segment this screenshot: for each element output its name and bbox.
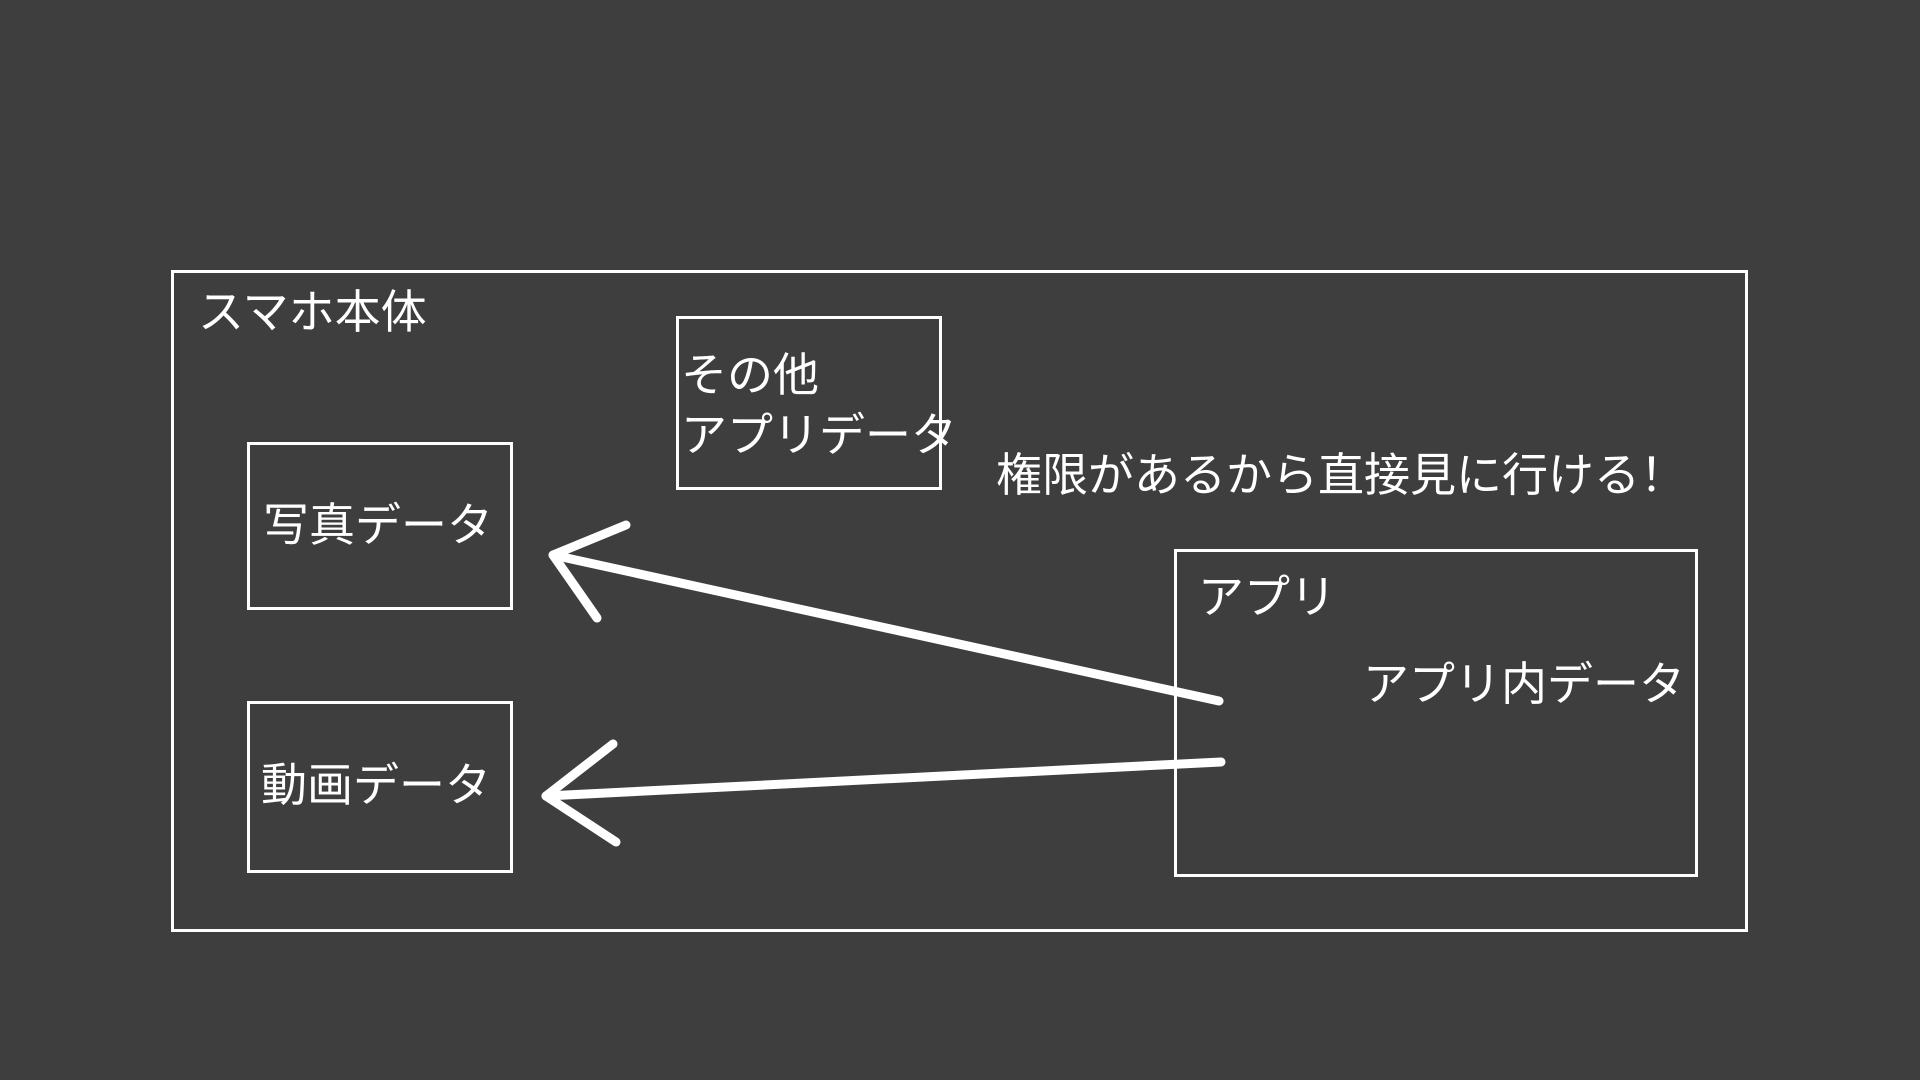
app-box: [1174, 549, 1698, 877]
other-app-data-line1: その他: [681, 348, 819, 402]
arrow-to-photo-head: [548, 520, 631, 623]
app-internal-data-label: アプリ内データ: [1363, 657, 1685, 711]
device-title: スマホ本体: [198, 285, 427, 339]
arrow-to-video: [541, 739, 1226, 847]
app-title: アプリ: [1198, 570, 1336, 624]
video-data-box: [247, 701, 513, 873]
arrow-to-photo: [548, 520, 1224, 706]
video-data-label: 動画データ: [261, 758, 491, 812]
device-frame: [171, 270, 1748, 932]
arrow-to-photo-shaft: [548, 550, 1224, 706]
other-app-data-box: [676, 316, 942, 490]
other-app-data-line2: アプリデータ: [681, 408, 957, 462]
permission-note: 権限があるから直接見に行ける！: [996, 448, 1686, 502]
photo-data-box: [247, 442, 513, 610]
other-app-data-label: その他 アプリデータ: [681, 345, 957, 465]
arrow-to-video-shaft: [541, 757, 1226, 801]
photo-data-label: 写真データ: [263, 498, 493, 552]
arrow-to-video-head: [541, 739, 621, 847]
